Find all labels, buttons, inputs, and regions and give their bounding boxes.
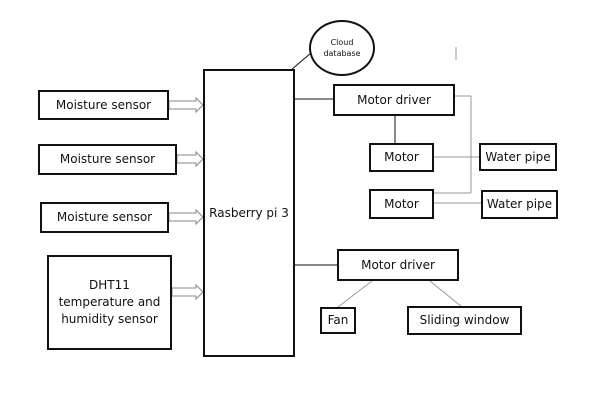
water-pipe-2-label: Water pipe bbox=[486, 197, 553, 211]
sensor-4-arrow bbox=[171, 283, 204, 301]
moisture-sensor-3: Moisture sensor bbox=[40, 202, 169, 233]
dht11-sensor: DHT11 temperature and humidity sensor bbox=[47, 255, 172, 350]
moisture-sensor-3-label: Moisture sensor bbox=[56, 210, 153, 224]
sensor-2-arrow bbox=[176, 150, 204, 168]
moisture-sensor-1: Moisture sensor bbox=[38, 90, 169, 120]
motor-driver-1-label: Motor driver bbox=[357, 92, 431, 107]
sliding-window-label: Sliding window bbox=[419, 313, 510, 327]
raspberry-pi-controller: Rasberry pi 3 bbox=[203, 69, 295, 357]
driver-2-to-fan-line bbox=[337, 280, 373, 308]
sensor-1-arrow bbox=[168, 96, 204, 114]
motor-driver-2-label: Motor driver bbox=[361, 257, 435, 272]
motor-2: Motor bbox=[369, 189, 434, 219]
motor-1: Motor bbox=[369, 143, 434, 172]
moisture-sensor-2: Moisture sensor bbox=[38, 144, 177, 175]
water-pipe-1: Water pipe bbox=[479, 143, 557, 171]
motor-driver-1: Motor driver bbox=[333, 84, 455, 116]
raspberry-pi-label: Rasberry pi 3 bbox=[209, 205, 289, 220]
moisture-sensor-1-label: Moisture sensor bbox=[55, 97, 152, 112]
fan: Fan bbox=[320, 307, 356, 334]
dht11-sensor-label: DHT11 temperature and humidity sensor bbox=[58, 278, 161, 326]
fan-label: Fan bbox=[327, 313, 349, 327]
sliding-window: Sliding window bbox=[407, 306, 522, 335]
sensor-3-arrow bbox=[168, 208, 204, 226]
motor-1-label: Motor bbox=[384, 150, 419, 164]
motor-driver-2: Motor driver bbox=[337, 249, 459, 281]
cloud-database: Cloud database bbox=[309, 20, 375, 76]
motor-2-label: Motor bbox=[384, 196, 419, 211]
water-pipe-1-label: Water pipe bbox=[485, 149, 551, 164]
cloud-database-label: Cloud database bbox=[323, 38, 361, 58]
moisture-sensor-2-label: Moisture sensor bbox=[59, 152, 156, 166]
water-pipe-2: Water pipe bbox=[481, 190, 558, 219]
driver-2-to-window-line bbox=[429, 280, 463, 308]
